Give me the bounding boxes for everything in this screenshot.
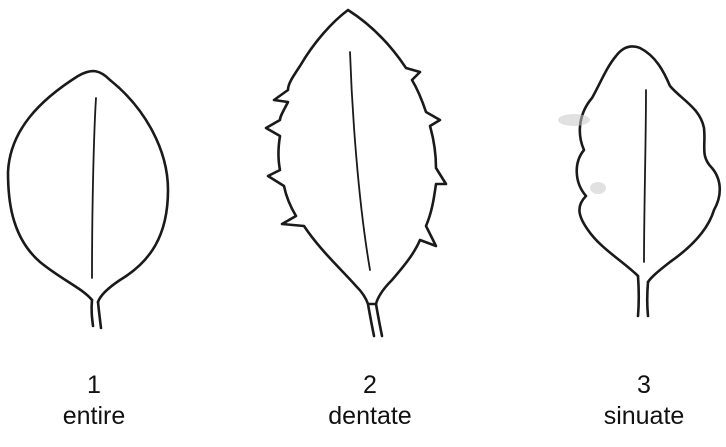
petiole-right	[98, 302, 101, 328]
leaf-number: 1	[14, 370, 174, 401]
leaf-name: entire	[14, 401, 174, 432]
leaf-number: 2	[290, 370, 450, 401]
midrib	[644, 90, 646, 262]
leaf-label-sinuate: 3 sinuate	[564, 370, 724, 432]
petiole-left	[638, 276, 639, 316]
paper-smudge	[558, 114, 590, 126]
midrib	[350, 52, 370, 270]
leaf-number: 3	[564, 370, 724, 401]
petiole-left	[92, 300, 93, 326]
leaf-outline	[577, 46, 720, 282]
leaf-name: dentate	[290, 401, 450, 432]
leaf-label-dentate: 2 dentate	[290, 370, 450, 432]
leaf-label-entire: 1 entire	[14, 370, 174, 432]
petiole-right	[647, 282, 648, 316]
leaf-outline	[8, 71, 168, 302]
sinuate-leaf-icon	[558, 46, 720, 316]
midrib	[92, 98, 96, 278]
petiole-right	[376, 304, 382, 336]
dentate-leaf-icon	[266, 10, 446, 336]
entire-leaf-icon	[8, 71, 168, 328]
paper-smudge	[590, 182, 606, 194]
leaf-name: sinuate	[564, 401, 724, 432]
petiole-left	[368, 304, 374, 336]
